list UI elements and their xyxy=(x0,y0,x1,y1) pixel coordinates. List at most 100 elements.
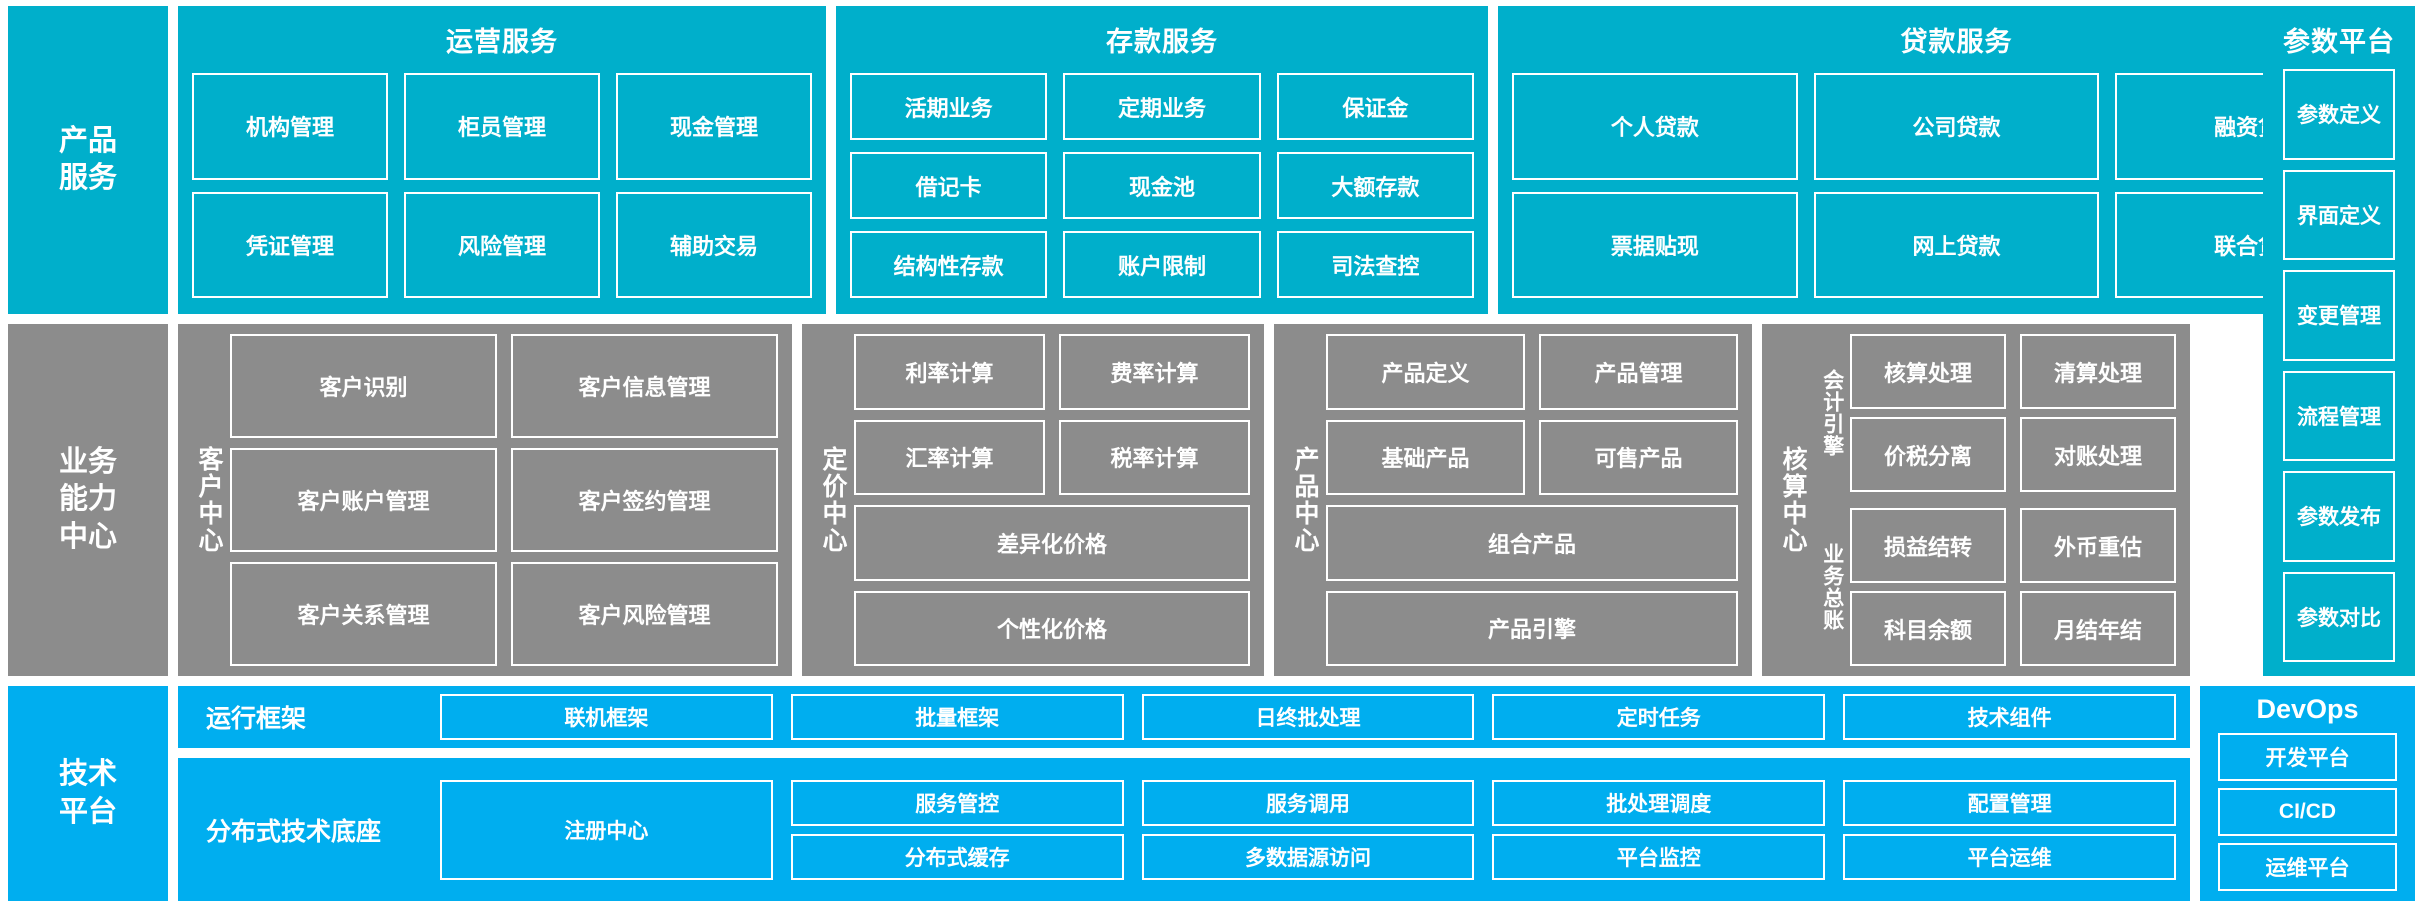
tech-card[interactable]: 批处理调度 xyxy=(1492,779,1826,826)
group-title-deposit-services: 存款服务 xyxy=(1106,27,1218,57)
sub-label-accounting-engine: 会计引擎 xyxy=(1820,369,1844,457)
capability-card[interactable]: 利率计算 xyxy=(854,334,1045,410)
service-card[interactable]: 司法查控 xyxy=(1276,231,1474,298)
service-card[interactable]: 结构性存款 xyxy=(850,231,1048,298)
capability-card[interactable]: 清算处理 xyxy=(2020,334,2176,409)
service-card[interactable]: 活期业务 xyxy=(850,73,1048,140)
parameter-card[interactable]: 变更管理 xyxy=(2283,270,2395,361)
capability-card[interactable]: 客户签约管理 xyxy=(511,448,778,552)
capability-card[interactable]: 汇率计算 xyxy=(854,419,1045,495)
accounting-sub-blocks: 会计引擎 核算处理 清算处理 价税分离 对账处理 业务总账 损益结转 外币重估 xyxy=(1814,334,2176,666)
capability-card[interactable]: 可售产品 xyxy=(1539,419,1738,495)
group-title-operation-services: 运营服务 xyxy=(446,27,558,57)
customer-center-grid: 客户识别 客户信息管理 客户账户管理 客户签约管理 客户关系管理 客户风险管理 xyxy=(230,334,778,666)
service-card[interactable]: 保证金 xyxy=(1276,73,1474,140)
tech-card[interactable]: 多数据源访问 xyxy=(1141,833,1475,880)
capability-card-wide[interactable]: 产品引擎 xyxy=(1326,590,1738,666)
band-runtime-framework: 运行框架 联机框架 批量框架 日终批处理 定时任务 技术组件 xyxy=(178,686,2190,748)
capability-card[interactable]: 外币重估 xyxy=(2020,508,2176,583)
tech-card[interactable]: 技术组件 xyxy=(1843,694,2176,740)
capability-card[interactable]: 客户风险管理 xyxy=(511,562,778,666)
group-loan-services: 贷款服务 个人贷款 公司贷款 融资贷款 票据贴现 网上贷款 联合贷款 xyxy=(1498,6,2415,314)
service-card[interactable]: 现金管理 xyxy=(616,73,812,180)
service-card[interactable]: 辅助交易 xyxy=(616,191,812,298)
capability-card[interactable]: 核算处理 xyxy=(1850,334,2006,409)
product-service-groups: 运营服务 机构管理 柜员管理 现金管理 凭证管理 风险管理 辅助交易 存款服务 … xyxy=(178,6,2415,314)
capability-card[interactable]: 科目余额 xyxy=(1850,591,2006,666)
service-card[interactable]: 个人贷款 xyxy=(1512,73,1798,180)
tech-card[interactable]: 日终批处理 xyxy=(1141,694,1475,740)
tech-card[interactable]: 批量框架 xyxy=(790,694,1124,740)
service-card[interactable]: 柜员管理 xyxy=(404,73,600,180)
center-product: 产品中心 产品定义 产品管理 基础产品 可售产品 组合产品 产品引擎 xyxy=(1274,324,1752,676)
parameter-card[interactable]: 流程管理 xyxy=(2283,370,2395,461)
service-card[interactable]: 定期业务 xyxy=(1063,73,1261,140)
capability-card[interactable]: 费率计算 xyxy=(1059,334,1250,410)
group-title-loan-services: 贷款服务 xyxy=(1900,27,2013,57)
distributed-foundation-items: 注册中心 服务管控 服务调用 批处理调度 配置管理 分布式缓存 多数据源访问 平… xyxy=(440,779,2176,880)
loan-services-grid: 个人贷款 公司贷款 融资贷款 票据贴现 网上贷款 联合贷款 xyxy=(1512,73,2401,298)
service-card[interactable]: 大额存款 xyxy=(1276,152,1474,219)
service-card[interactable]: 凭证管理 xyxy=(192,191,388,298)
operation-services-grid: 机构管理 柜员管理 现金管理 凭证管理 风险管理 辅助交易 xyxy=(192,73,812,298)
capability-card-wide[interactable]: 个性化价格 xyxy=(854,590,1250,666)
capability-card[interactable]: 基础产品 xyxy=(1326,419,1525,495)
capability-card-wide[interactable]: 组合产品 xyxy=(1326,505,1738,581)
tech-card[interactable]: 平台监控 xyxy=(1492,833,1826,880)
parameter-card[interactable]: 参数定义 xyxy=(2283,69,2395,160)
tech-card[interactable]: 分布式缓存 xyxy=(790,833,1124,880)
band-label-runtime-framework: 运行框架 xyxy=(206,705,307,733)
service-card[interactable]: 网上贷款 xyxy=(1813,191,2100,298)
capability-card[interactable]: 客户识别 xyxy=(230,334,497,438)
capability-centers: 客户中心 客户识别 客户信息管理 客户账户管理 客户签约管理 客户关系管理 客户… xyxy=(178,324,2415,676)
center-label-customer: 客户中心 xyxy=(195,446,223,554)
devops-card[interactable]: 运维平台 xyxy=(2218,843,2397,891)
parameter-card[interactable]: 参数对比 xyxy=(2283,571,2395,662)
parameter-platform-title: 参数平台 xyxy=(2283,27,2395,57)
capability-card[interactable]: 客户信息管理 xyxy=(511,334,778,438)
center-label-product: 产品中心 xyxy=(1291,446,1319,554)
parameter-platform-list: 参数定义 界面定义 变更管理 流程管理 参数发布 参数对比 xyxy=(2283,69,2395,662)
tech-card[interactable]: 定时任务 xyxy=(1492,694,1826,740)
service-card[interactable]: 票据贴现 xyxy=(1512,191,1798,298)
capability-card[interactable]: 客户关系管理 xyxy=(230,562,497,666)
capability-card[interactable]: 价税分离 xyxy=(1850,417,2006,492)
group-deposit-services: 存款服务 活期业务 定期业务 保证金 借记卡 现金池 大额存款 结构性存款 账户… xyxy=(836,6,1488,314)
service-card[interactable]: 现金池 xyxy=(1063,152,1261,219)
capability-card[interactable]: 月结年结 xyxy=(2020,591,2176,666)
capability-card[interactable]: 税率计算 xyxy=(1059,419,1250,495)
tech-card[interactable]: 服务管控 xyxy=(790,779,1124,826)
pricing-center-grid: 利率计算 费率计算 汇率计算 税率计算 差异化价格 个性化价格 xyxy=(854,334,1250,666)
tech-card[interactable]: 联机框架 xyxy=(440,694,773,740)
capability-card[interactable]: 客户账户管理 xyxy=(230,448,497,552)
technical-platform-bands: 运行框架 联机框架 批量框架 日终批处理 定时任务 技术组件 分布式技术底座 注… xyxy=(178,686,2190,901)
devops-title: DevOps xyxy=(2256,694,2359,724)
service-card[interactable]: 风险管理 xyxy=(404,191,600,298)
product-center-grid: 产品定义 产品管理 基础产品 可售产品 组合产品 产品引擎 xyxy=(1326,334,1738,666)
accounting-engine-grid: 核算处理 清算处理 价税分离 对账处理 xyxy=(1850,334,2176,492)
capability-card[interactable]: 产品管理 xyxy=(1539,334,1738,410)
tier-label-technical-platform: 技术 平台 xyxy=(8,686,168,901)
service-card[interactable]: 借记卡 xyxy=(850,152,1048,219)
capability-card[interactable]: 损益结转 xyxy=(1850,508,2006,583)
service-card[interactable]: 账户限制 xyxy=(1063,231,1261,298)
capability-card[interactable]: 产品定义 xyxy=(1326,334,1525,410)
tier-technical-platform: 技术 平台 运行框架 联机框架 批量框架 日终批处理 定时任务 技术组件 分布式… xyxy=(8,686,2415,901)
devops-card[interactable]: CI/CD xyxy=(2218,788,2397,836)
band-distributed-foundation: 分布式技术底座 注册中心 服务管控 服务调用 批处理调度 配置管理 分布式缓存 … xyxy=(178,758,2190,901)
capability-card-wide[interactable]: 差异化价格 xyxy=(854,505,1250,581)
accounting-block-general-ledger: 业务总账 损益结转 外币重估 科目余额 月结年结 xyxy=(1814,508,2176,666)
capability-card[interactable]: 对账处理 xyxy=(2020,417,2176,492)
tech-card[interactable]: 配置管理 xyxy=(1843,779,2176,826)
parameter-card[interactable]: 参数发布 xyxy=(2283,471,2395,562)
service-card[interactable]: 公司贷款 xyxy=(1813,73,2100,180)
tier-business-capability-center: 业务 能力 中心 客户中心 客户识别 客户信息管理 客户账户管理 客户签约管理 … xyxy=(8,324,2415,676)
service-card[interactable]: 机构管理 xyxy=(192,73,388,180)
accounting-block-engine: 会计引擎 核算处理 清算处理 价税分离 对账处理 xyxy=(1814,334,2176,492)
tech-card[interactable]: 平台运维 xyxy=(1843,833,2176,880)
tech-card-registry[interactable]: 注册中心 xyxy=(440,779,773,880)
tech-card[interactable]: 服务调用 xyxy=(1141,779,1475,826)
parameter-card[interactable]: 界面定义 xyxy=(2283,169,2395,260)
devops-card[interactable]: 开发平台 xyxy=(2218,733,2397,781)
